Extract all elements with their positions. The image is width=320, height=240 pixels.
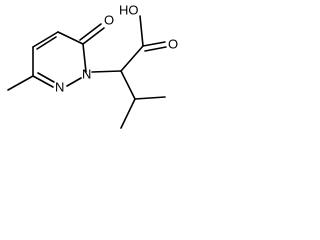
bond-ch-isopropyl [120, 70, 136, 100]
atom-label-carbonyl-oxygen: O [168, 37, 178, 52]
atom-label-ho: HO [119, 3, 139, 18]
atom-labels: HO O O N N [55, 3, 178, 95]
bond-n2-n1 [66, 77, 82, 87]
atom-label-n1: N [82, 67, 91, 82]
bond-c5-c4-double [36, 36, 57, 50]
atom-label-ring-oxygen: O [104, 13, 114, 28]
bond-c3-methyl [7, 75, 34, 91]
bond-c-acid-o [142, 41, 166, 47]
bond-c3-n2-double [37, 72, 55, 83]
bond-n1-ch [91, 70, 122, 73]
bond-c3-n2 [32, 75, 54, 88]
atom-label-n2: N [55, 80, 64, 95]
bond-c-acid-o-double [144, 46, 167, 52]
bond-c6-o-ring [82, 27, 105, 45]
bond-ch-c-acid [120, 45, 144, 72]
bond-c-acid-oh [139, 15, 144, 47]
bonds [7, 15, 167, 129]
bond-c6-o-ring-double [79, 23, 102, 41]
bond-isopropyl-methyl-right [134, 96, 166, 100]
bond-n1-c6 [82, 43, 87, 73]
bond-isopropyl-methyl-down [120, 98, 136, 129]
chemical-structure: HO O O N N [7, 3, 178, 129]
bond-c6-c5 [57, 31, 84, 45]
bond-c5-c4 [32, 31, 59, 48]
